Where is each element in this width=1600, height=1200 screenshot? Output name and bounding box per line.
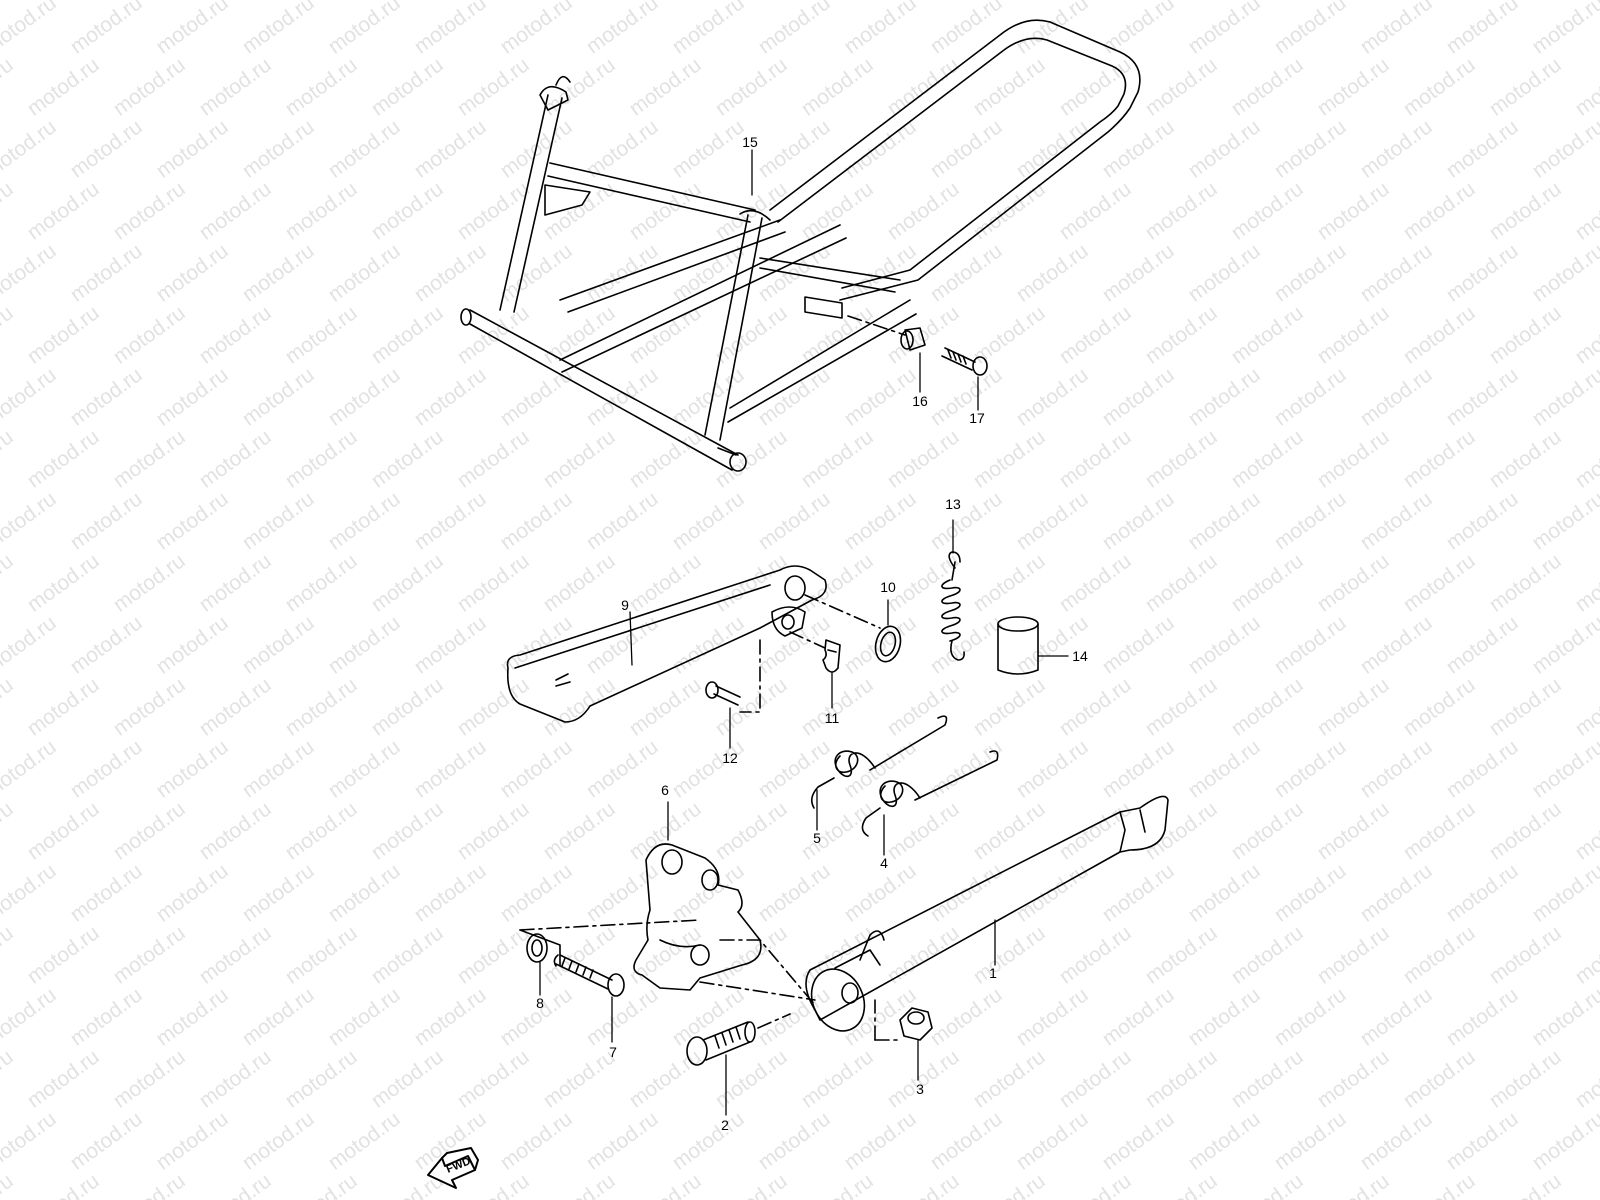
- bolt-12: [705, 681, 741, 706]
- spring-4: [861, 750, 999, 837]
- stand-bracket: [519, 843, 816, 1006]
- callout-4: 4: [880, 855, 888, 871]
- leader-lines: [539, 149, 1069, 1116]
- bolt-7: [553, 954, 625, 997]
- bush-16: [900, 327, 926, 351]
- callout-9: 9: [621, 597, 629, 613]
- callout-5: 5: [813, 830, 821, 846]
- callout-12: 12: [722, 750, 738, 766]
- spring-13: [941, 551, 965, 661]
- callout-7: 7: [609, 1044, 617, 1060]
- nut-3: [874, 999, 933, 1041]
- callout-13: 13: [945, 496, 961, 512]
- side-stand: [805, 795, 1169, 1032]
- callout-2: 2: [721, 1117, 729, 1133]
- clip-11: [822, 639, 841, 673]
- bolt-17: [941, 347, 988, 376]
- callout-1: 1: [989, 965, 997, 981]
- callout-group: 1 2 3 4 5 6 7 8 9 10 11 12 13 14 15 16 1…: [536, 134, 1088, 1133]
- stand-lever: [506, 565, 881, 723]
- bolt-2: [686, 1013, 791, 1066]
- callout-10: 10: [880, 579, 896, 595]
- callout-17: 17: [969, 410, 985, 426]
- spring-5: [810, 715, 948, 809]
- callout-8: 8: [536, 995, 544, 1011]
- stand-frame: [460, 19, 1141, 472]
- bushing-14: [997, 616, 1039, 675]
- callout-14: 14: [1072, 648, 1088, 664]
- washer-10: [874, 625, 902, 663]
- washer-8: [526, 933, 548, 963]
- callout-16: 16: [912, 393, 928, 409]
- callout-6: 6: [661, 782, 669, 798]
- fwd-arrow-icon: [427, 1147, 479, 1189]
- callout-11: 11: [825, 710, 840, 726]
- callout-15: 15: [742, 134, 758, 150]
- callout-3: 3: [916, 1081, 924, 1097]
